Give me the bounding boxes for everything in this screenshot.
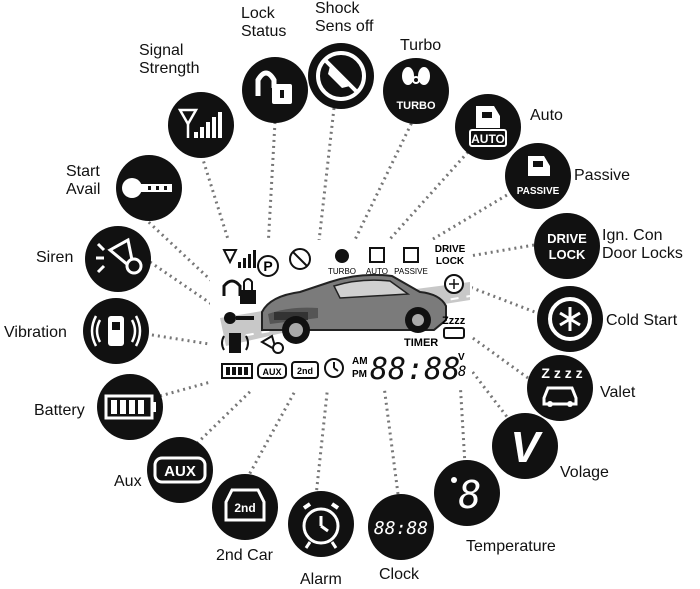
second-badge-text: 2nd: [234, 501, 255, 515]
lock-status-label: Lock Status: [241, 5, 286, 41]
auto-badge-text: AUTO: [471, 132, 505, 146]
volage-label: Volage: [560, 464, 609, 481]
lcd-valet-car-icon: [443, 327, 465, 339]
lcd-vibration-icon: [221, 333, 249, 353]
lcd-turbo-fan-icon: TURBO: [328, 249, 356, 276]
lcd-timer-text: TIMER: [404, 337, 438, 349]
siren-icon: [85, 226, 151, 292]
lcd-temp-digit: 8: [458, 364, 466, 380]
second-car-label: 2nd Car: [216, 547, 273, 564]
lcd-lock-text: LOCK: [436, 256, 465, 267]
signal-strength-label-line2: Strength: [139, 60, 200, 77]
shock-sens-off-label: Shock Sens off: [315, 0, 373, 36]
lock-badge-text: LOCK: [549, 247, 586, 262]
volt-icon: V: [492, 413, 558, 479]
lcd-zzz-text: Zzzz: [442, 315, 466, 327]
signal-strength-icon: [168, 92, 234, 158]
start-avail-label-line2: Avail: [66, 181, 101, 198]
lcd-turbo-text: TURBO: [328, 267, 356, 276]
lcd-aux-text: AUX: [262, 367, 281, 377]
turbo-icon: TURBO: [383, 58, 449, 124]
drive-badge-text: DRIVE: [547, 231, 587, 246]
lcd-cold-start-icon: [444, 274, 464, 294]
drive-lock-icon: DRIVE LOCK: [534, 213, 600, 279]
start-avail-icon: [116, 155, 182, 221]
shock-sens-off-label-line2: Sens off: [315, 18, 374, 35]
turbo-badge-text: TURBO: [396, 100, 436, 112]
auto-label: Auto: [530, 107, 563, 124]
door-locks-label-line2: Door Locks: [602, 245, 683, 262]
lcd-drive-text: DRIVE: [435, 244, 466, 255]
vibration-label: Vibration: [4, 324, 67, 341]
lock-status-label-line1: Lock: [241, 5, 275, 22]
lcd-siren-icon: [260, 334, 284, 354]
lcd-second-car-icon: 2nd: [291, 361, 319, 379]
shock-sens-off-icon: [308, 43, 374, 109]
ign-con-door-locks-label: Ign. Con Door Locks: [602, 227, 683, 263]
alarm-icon: [288, 491, 354, 557]
temperature-label: Temperature: [466, 538, 556, 555]
passive-label: Passive: [574, 167, 631, 184]
lcd-p-icon: P: [257, 255, 279, 277]
lcd-passive-icon: PASSIVE: [394, 247, 428, 276]
signal-strength-label-line1: Signal: [139, 42, 184, 59]
start-avail-label: Start Avail: [66, 163, 100, 199]
turbo-label: Turbo: [400, 37, 442, 54]
lcd-alarm-icon: [324, 358, 344, 378]
valet-zzz-text: Z z z z: [541, 365, 582, 381]
lcd-volt-text: V: [458, 352, 465, 363]
shock-sens-off-label-line1: Shock: [315, 0, 360, 17]
passive-icon: PASSIVE: [505, 143, 571, 209]
lcd-panel: P TURBO AUTO PASSIVE DRIVE LOCK: [210, 240, 472, 390]
lcd-key-icon: [224, 312, 254, 324]
temperature-icon: 8: [434, 460, 500, 526]
passive-badge-text: PASSIVE: [517, 186, 560, 197]
lcd-battery-icon: [221, 363, 253, 379]
lcd-am-text: AM: [352, 356, 368, 367]
vibration-icon: [83, 298, 149, 364]
svg-text:P: P: [263, 258, 272, 274]
clock-icon: 88:88: [368, 494, 434, 560]
lock-status-label-line2: Status: [241, 23, 287, 40]
start-avail-label-line1: Start: [66, 163, 100, 180]
lock-status-icon: [242, 57, 308, 123]
battery-label: Battery: [34, 402, 85, 419]
lcd-time-digits: 88:88: [370, 352, 460, 387]
second-car-icon: 2nd: [212, 474, 278, 540]
lcd-pm-text: PM: [352, 369, 367, 380]
volt-badge-text: V: [510, 423, 543, 472]
aux-badge-text: AUX: [164, 463, 196, 480]
lcd-auto-text: AUTO: [366, 267, 388, 276]
ign-con-label-line1: Ign. Con: [602, 227, 663, 244]
lcd-shock-off-icon: [289, 248, 311, 270]
signal-strength-label: Signal Strength: [139, 42, 199, 78]
alarm-label: Alarm: [300, 571, 342, 588]
lcd-auto-icon: AUTO: [366, 247, 388, 276]
temp-badge-text: 8: [459, 473, 482, 517]
lcd-lock-icon: [222, 278, 256, 304]
cold-start-icon: [537, 286, 603, 352]
valet-label: Valet: [600, 384, 636, 401]
clock-label: Clock: [379, 566, 420, 583]
lcd-signal-icon: [222, 249, 256, 268]
valet-icon: Z z z z: [527, 355, 593, 421]
lcd-passive-text: PASSIVE: [394, 267, 428, 276]
aux-icon: AUX: [147, 437, 213, 503]
battery-icon: [97, 374, 163, 440]
lcd-aux-icon: AUX: [257, 363, 287, 379]
siren-label: Siren: [36, 249, 74, 266]
clock-badge-text: 88:88: [374, 518, 428, 539]
lcd-second-text: 2nd: [297, 366, 313, 376]
car-illustration: [261, 273, 447, 344]
cold-start-label: Cold Start: [606, 312, 678, 329]
auto-icon: AUTO: [455, 94, 521, 160]
aux-label: Aux: [114, 473, 142, 490]
